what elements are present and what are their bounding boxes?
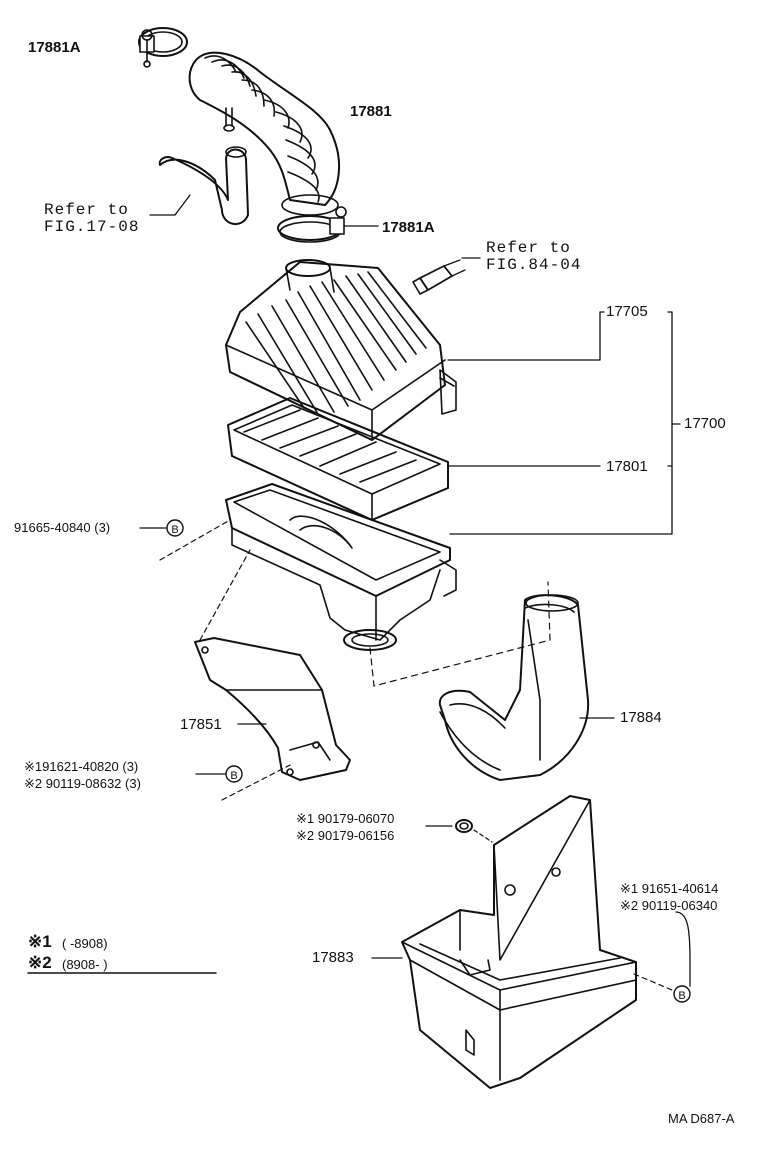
callout-b-91651 bbox=[633, 911, 691, 1003]
intake-temp-sensor bbox=[412, 259, 466, 295]
label-91651-40614: ※1 91651-40614 bbox=[620, 881, 719, 896]
leader-case bbox=[449, 311, 673, 535]
label-91621: ※191621-40820 (3) bbox=[24, 759, 139, 774]
air-cleaner-bracket bbox=[194, 637, 351, 781]
callout-letter-2: B bbox=[230, 770, 237, 782]
legend-mark-1: ※1 bbox=[28, 932, 52, 951]
hose-clamp-lower bbox=[277, 206, 379, 243]
callout-b-91665 bbox=[139, 519, 251, 641]
air-cleaner-cap bbox=[225, 259, 457, 441]
leader-17705 bbox=[447, 311, 605, 361]
label-90179-06156: ※2 90179-06156 bbox=[296, 828, 395, 843]
intake-duct bbox=[438, 594, 590, 781]
legend-text-1: ( -8908) bbox=[62, 936, 108, 951]
ref-fig84-line2: FIG.84-04 bbox=[486, 256, 582, 274]
label-91665: 91665-40840 (3) bbox=[14, 520, 111, 535]
label-17700: 17700 bbox=[684, 415, 726, 432]
air-cleaner-case bbox=[225, 483, 457, 651]
label-17881a-top: 17881A bbox=[28, 39, 81, 56]
legend-text-2: (8908- ) bbox=[62, 957, 108, 972]
callout-b-91621 bbox=[195, 764, 291, 801]
hose-clamp-top bbox=[138, 27, 188, 68]
label-17881: 17881 bbox=[350, 103, 392, 120]
legend-mark-2: ※2 bbox=[28, 953, 52, 972]
breather-hose bbox=[158, 146, 249, 225]
label-90119-06340: ※2 90119-06340 bbox=[620, 898, 718, 913]
leader-fig17 bbox=[149, 194, 191, 216]
label-17705: 17705 bbox=[606, 303, 648, 320]
callout-letter-1: B bbox=[171, 524, 178, 536]
figure-code: MA D687-A bbox=[668, 1111, 735, 1126]
label-17883: 17883 bbox=[312, 949, 354, 966]
resonator-case bbox=[401, 795, 637, 1089]
label-17884: 17884 bbox=[620, 709, 662, 726]
label-17851: 17851 bbox=[180, 716, 222, 733]
ref-fig84-line1: Refer to bbox=[486, 239, 571, 257]
label-90119-08632: ※2 90119-08632 (3) bbox=[24, 776, 141, 791]
label-90179-06070: ※1 90179-06070 bbox=[296, 811, 395, 826]
filter-element bbox=[227, 397, 449, 521]
air-cleaner-hose bbox=[188, 51, 341, 216]
ref-fig17-line1: Refer to bbox=[44, 201, 129, 219]
label-17881a-bottom: 17881A bbox=[382, 219, 435, 236]
ref-fig17-line2: FIG.17-08 bbox=[44, 218, 140, 236]
label-17801: 17801 bbox=[606, 458, 648, 475]
callout-letter-3: B bbox=[678, 990, 685, 1002]
grommet bbox=[425, 819, 493, 843]
